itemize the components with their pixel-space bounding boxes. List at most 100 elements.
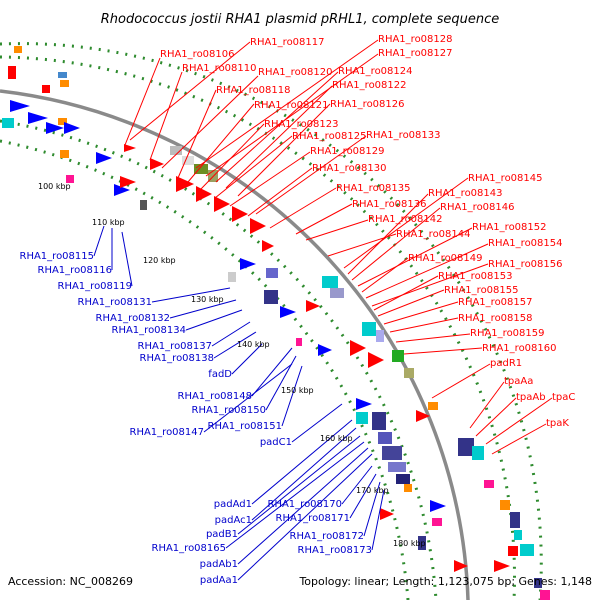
forward-gene-label[interactable]: RHA1_ro08157 (458, 297, 533, 308)
forward-gene-label[interactable]: RHA1_ro08135 (336, 183, 411, 194)
gene-feature (42, 85, 50, 93)
gene-feature (58, 72, 67, 78)
reverse-gene-label[interactable]: RHA1_ro08147 (130, 427, 205, 438)
leader-line (121, 231, 133, 287)
gene-feature (318, 344, 332, 356)
forward-gene-label[interactable]: RHA1_ro08142 (368, 214, 443, 225)
forward-gene-label[interactable]: tpaAa (504, 376, 533, 387)
forward-gene-label[interactable]: RHA1_ro08122 (332, 80, 407, 91)
forward-gene-label[interactable]: RHA1_ro08144 (396, 229, 471, 240)
forward-gene-label[interactable]: RHA1_ro08128 (378, 34, 453, 45)
forward-gene-label[interactable]: RHA1_ro08133 (366, 130, 441, 141)
forward-gene-label[interactable]: RHA1_ro08146 (440, 202, 515, 213)
forward-gene-label[interactable]: RHA1_ro08143 (428, 188, 503, 199)
gene-feature (350, 340, 366, 356)
scale-ticks: 100 kbp 110 kbp 120 kbp 130 kbp 140 kbp … (38, 182, 426, 548)
leader-line (485, 397, 553, 445)
reverse-gene-label[interactable]: padAd1 (214, 499, 252, 510)
gene-feature (404, 484, 412, 492)
forward-gene-label[interactable]: tpaK (546, 418, 569, 429)
gene-feature (458, 438, 474, 456)
forward-gene-label[interactable]: RHA1_ro08136 (352, 199, 427, 210)
forward-gene-label[interactable]: RHA1_ro08149 (408, 253, 483, 264)
reverse-gene-label[interactable]: fadD (208, 369, 232, 380)
reverse-gene-label[interactable]: RHA1_ro08116 (38, 265, 113, 276)
leader-line (361, 257, 409, 293)
summary-label: Topology: linear; Length: 1,123,075 bp; … (298, 575, 592, 588)
forward-gene-label[interactable]: RHA1_ro08124 (338, 66, 413, 77)
forward-gene-label[interactable]: padR1 (490, 358, 522, 369)
forward-gene-label[interactable]: RHA1_ro08130 (312, 163, 387, 174)
dotted-track-outer-2 (0, 55, 516, 600)
forward-gene-label[interactable]: RHA1_ro08126 (330, 99, 405, 110)
leader-line (213, 331, 257, 359)
gene-feature (10, 100, 30, 112)
reverse-gene-label[interactable]: RHA1_ro08172 (290, 531, 365, 542)
leader-line (237, 103, 331, 197)
forward-gene-label[interactable]: RHA1_ro08154 (488, 238, 563, 249)
forward-gene-label[interactable]: tpaAb (516, 392, 546, 403)
leader-line (247, 167, 313, 217)
forward-gene-label[interactable]: RHA1_ro08153 (438, 271, 513, 282)
forward-gene-label[interactable]: RHA1_ro08159 (470, 328, 545, 339)
reverse-gene-label[interactable]: padC1 (260, 437, 292, 448)
forward-gene-label[interactable]: RHA1_ro08158 (458, 313, 533, 324)
reverse-gene-label[interactable]: RHA1_ro08173 (298, 545, 373, 556)
forward-gene-label[interactable]: RHA1_ro08125 (292, 131, 367, 142)
leader-line (351, 207, 441, 281)
leader-line (341, 465, 373, 505)
forward-gene-label[interactable]: RHA1_ro08129 (310, 146, 385, 157)
leader-line (255, 135, 367, 215)
leader-line (93, 225, 105, 257)
leader-line (185, 309, 243, 331)
forward-gene-label[interactable]: RHA1_ro08106 (160, 49, 235, 60)
gene-feature (322, 276, 338, 288)
gene-feature (484, 480, 494, 488)
forward-gene-label[interactable]: RHA1_ro08110 (182, 63, 257, 74)
gene-feature (514, 530, 522, 540)
reverse-gene-label[interactable]: RHA1_ro08148 (178, 391, 253, 402)
reverse-gene-label[interactable]: RHA1_ro08150 (192, 405, 267, 416)
reverse-gene-label[interactable]: padB1 (206, 529, 238, 540)
reverse-gene-label[interactable]: RHA1_ro08171 (276, 513, 351, 524)
forward-gene-label[interactable]: RHA1_ro08118 (216, 85, 291, 96)
leader-line (251, 419, 353, 505)
reverse-gene-label[interactable]: RHA1_ro08151 (208, 421, 283, 432)
reverse-gene-label[interactable]: padAa1 (200, 575, 238, 586)
reverse-gene-label[interactable]: RHA1_ro08134 (112, 325, 187, 336)
forward-gene-label[interactable]: RHA1_ro08121 (254, 100, 329, 111)
reverse-gene-label[interactable]: RHA1_ro08131 (78, 297, 153, 308)
gene-feature (170, 146, 182, 155)
reverse-gene-label[interactable]: padAb1 (200, 559, 238, 570)
forward-gene-label[interactable]: RHA1_ro08123 (264, 119, 339, 130)
forward-gene-label[interactable]: RHA1_ro08155 (444, 285, 519, 296)
leader-line (389, 317, 459, 333)
reverse-gene-label[interactable]: RHA1_ro08119 (58, 281, 133, 292)
reverse-gene-label[interactable]: RHA1_ro08138 (140, 353, 215, 364)
gene-feature (388, 462, 406, 472)
forward-gene-label[interactable]: RHA1_ro08127 (378, 48, 453, 59)
forward-gene-label[interactable]: RHA1_ro08160 (482, 343, 557, 354)
leader-line (215, 71, 339, 183)
forward-gene-label[interactable]: tpaC (552, 392, 575, 403)
leader-line (203, 363, 293, 433)
forward-gene-label[interactable]: RHA1_ro08120 (258, 67, 333, 78)
reverse-gene-label[interactable]: RHA1_ro08115 (20, 251, 95, 262)
gene-feature (196, 186, 212, 202)
forward-gene-label[interactable]: RHA1_ro08117 (250, 37, 325, 48)
tick-label: 130 kbp (191, 295, 224, 304)
gene-feature (60, 150, 69, 158)
leader-line (349, 473, 377, 519)
forward-gene-label[interactable]: RHA1_ro08152 (472, 222, 547, 233)
reverse-gene-label[interactable]: RHA1_ro08132 (96, 313, 171, 324)
gene-feature (520, 544, 534, 556)
reverse-gene-label[interactable]: RHA1_ro08165 (152, 543, 227, 554)
reverse-gene-label[interactable]: padAc1 (215, 515, 252, 526)
gene-feature (232, 206, 248, 222)
reverse-gene-label[interactable]: RHA1_ro08137 (138, 341, 213, 352)
gene-feature (228, 272, 236, 282)
reverse-gene-label[interactable]: RHA1_ro08170 (268, 499, 343, 510)
forward-gene-label[interactable]: RHA1_ro08156 (488, 259, 563, 270)
forward-gene-label[interactable]: RHA1_ro08145 (468, 173, 543, 184)
leader-line (225, 85, 333, 189)
